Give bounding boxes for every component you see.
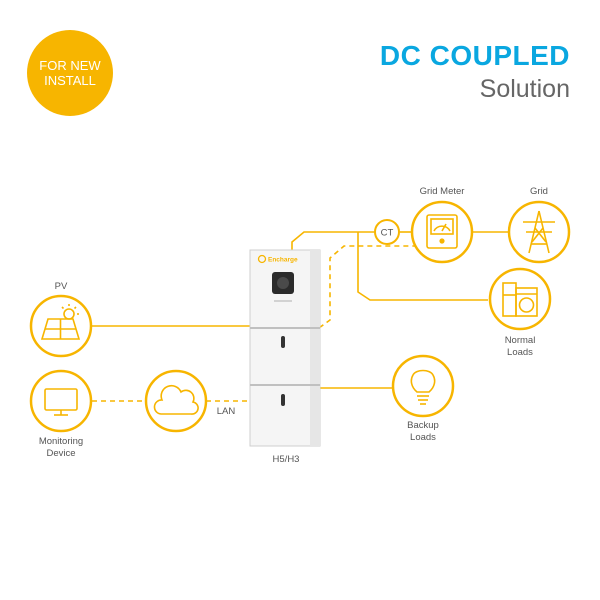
normal-loads-node: [488, 267, 552, 331]
lan-label: LAN: [217, 406, 236, 417]
grid-meter-circle: [410, 200, 474, 264]
monitoring-node: [29, 369, 93, 433]
backup-loads-node: [391, 354, 455, 418]
grid-label: Grid: [530, 186, 548, 197]
comm-dashed-line: [311, 245, 442, 334]
inverter-ct-line: [291, 231, 374, 254]
monitoring-circle: [29, 369, 93, 433]
appliances-icon: [502, 282, 538, 317]
grid-meter-node: [410, 200, 474, 264]
inverter-label: H5/H3: [273, 454, 300, 465]
title-main: DC COUPLED: [379, 40, 570, 71]
pv-label: PV: [55, 281, 68, 292]
cloud-node: [144, 369, 208, 433]
backup-loads-label-line2: Loads: [410, 432, 436, 443]
inverter-side-shade: [310, 250, 320, 446]
light-bulb-icon: [410, 369, 436, 405]
new-install-badge: FOR NEW INSTALL: [27, 30, 113, 116]
backup-loads-circle: [391, 354, 455, 418]
normal-loads-label-line1: Normal: [505, 335, 536, 346]
pv-node: [29, 294, 93, 358]
badge-line2: INSTALL: [44, 73, 96, 88]
cloud-icon: [153, 384, 199, 415]
monitoring-label-line2: Device: [46, 448, 75, 459]
power-tower-icon: [523, 210, 555, 254]
display-lens: [277, 277, 289, 289]
cloud-circle: [144, 369, 208, 433]
monitor-icon: [44, 388, 78, 416]
normal-loads-line: [357, 232, 488, 301]
page-title: DC COUPLED Solution: [380, 40, 570, 104]
inverter-brand: Encharge: [268, 257, 298, 264]
ct-label: CT: [381, 228, 394, 239]
title-sub: Solution: [479, 75, 570, 103]
ct-node: CT: [374, 219, 400, 245]
grid-meter-label: Grid Meter: [420, 186, 465, 197]
normal-loads-circle: [488, 267, 552, 331]
monitoring-label-line1: Monitoring: [39, 436, 83, 447]
ct-circle: [374, 219, 400, 245]
meter-icon: [426, 214, 458, 249]
grid-node: [507, 200, 571, 264]
solar-panel-icon: [40, 304, 81, 340]
battery-handle: [281, 394, 285, 406]
badge-line1: FOR NEW: [39, 58, 101, 73]
inverter-stack: Encharge: [249, 249, 321, 447]
normal-loads-label-line2: Loads: [507, 347, 533, 358]
battery-handle: [281, 336, 285, 348]
backup-loads-label-line1: Backup: [407, 420, 439, 431]
brand-logo-icon: [257, 254, 267, 264]
